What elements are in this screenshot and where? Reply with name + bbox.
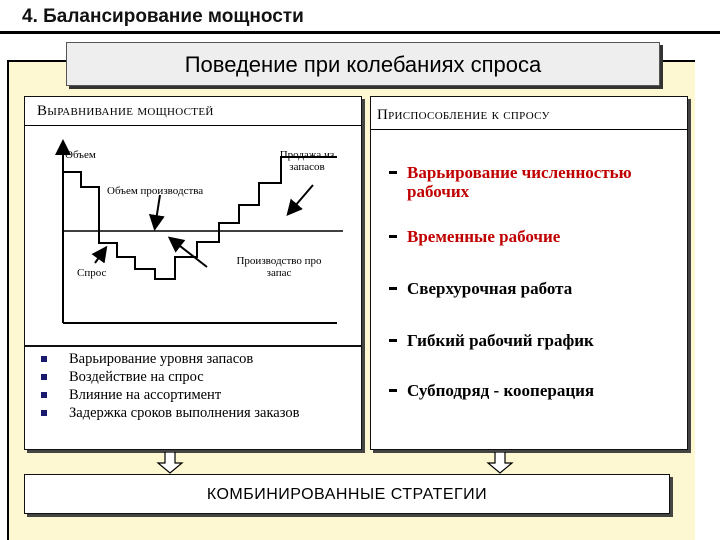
demand-item-subcontracting: Субподряд - кооперация: [389, 381, 594, 400]
bullet-icon: [389, 235, 397, 238]
demand-adaptation-box: Приспособление к спросу Варьирование чис…: [370, 96, 688, 450]
bullet-icon: [41, 356, 47, 362]
bullet-icon: [389, 287, 397, 290]
capacity-leveling-list-box: Варьирование уровня запасов Воздействие …: [24, 346, 362, 450]
list-item: Задержка сроков выполнения заказов: [39, 405, 319, 421]
capacity-leveling-list: Варьирование уровня запасов Воздействие …: [39, 351, 319, 423]
demand-adaptation-header: Приспособление к спросу: [377, 107, 550, 123]
combined-strategies-box: КОМБИНИРОВАННЫЕ СТРАТЕГИИ: [24, 474, 670, 514]
bullet-icon: [389, 171, 397, 174]
capacity-leveling-box: Выравнивание мощностей Объем Объем произ…: [24, 96, 362, 346]
capacity-leveling-header: Выравнивание мощностей: [37, 103, 214, 119]
bullet-icon: [41, 392, 47, 398]
header-underline: [371, 129, 687, 130]
demand-item-workforce: Варьирование численностью рабочих: [389, 163, 679, 201]
bullet-icon: [389, 339, 397, 342]
list-item: Воздействие на спрос: [39, 369, 319, 385]
bullet-icon: [41, 374, 47, 380]
slide-title: 4. Балансирование мощности: [22, 6, 304, 27]
slide-subtitle: Поведение при колебаниях спроса: [66, 42, 660, 86]
label-sales-from-stock: Продажа из запасов: [279, 149, 335, 173]
bullet-icon: [389, 389, 397, 392]
down-arrow-icon: [156, 452, 184, 474]
demand-item-flexible-schedule: Гибкий рабочий график: [389, 331, 594, 350]
title-rule: [0, 31, 720, 34]
demand-curve: [63, 156, 337, 280]
demand-item-temporary-workers: Временные рабочие: [389, 227, 560, 246]
header-underline: [25, 125, 361, 126]
demand-item-overtime: Сверхурочная работа: [389, 279, 572, 298]
label-production-volume: Объем производства: [107, 185, 204, 197]
label-volume: Объем: [65, 149, 96, 161]
label-production-to-stock: Производство про запас: [236, 255, 322, 279]
arrow-production-to-stock: [167, 236, 208, 268]
arrow-demand: [91, 245, 108, 264]
bullet-icon: [41, 410, 47, 416]
arrow-production-volume: [148, 194, 165, 231]
list-item: Варьирование уровня запасов: [39, 351, 319, 367]
label-demand: Спрос: [77, 267, 107, 279]
capacity-diagram: [55, 139, 343, 324]
combined-strategies-label: КОМБИНИРОВАННЫЕ СТРАТЕГИИ: [206, 486, 488, 503]
down-arrow-icon: [486, 452, 514, 474]
list-item: Влияние на ассортимент: [39, 387, 319, 403]
arrow-sales-from-stock: [286, 184, 314, 217]
